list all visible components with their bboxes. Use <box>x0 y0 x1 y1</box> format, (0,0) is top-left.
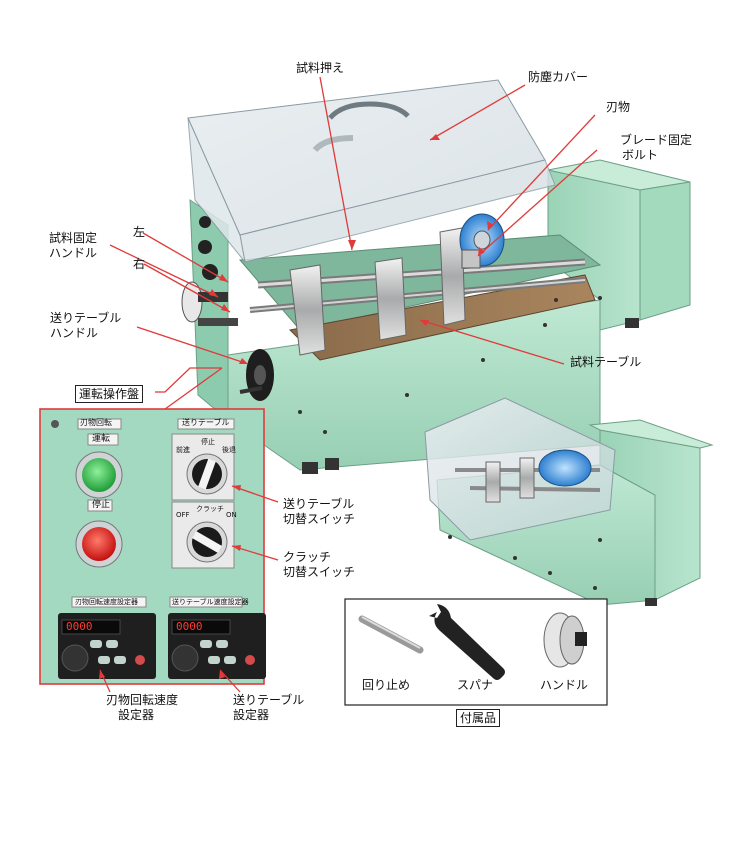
feed-switch-stop: 停止 <box>201 438 215 446</box>
label-feed-switch-1: 送りテーブル <box>283 497 355 511</box>
label-clutch-switch-2: 切替スイッチ <box>283 565 356 579</box>
label-clutch-switch-1: クラッチ <box>283 550 332 564</box>
cutter-setter-plate: 刃物回転速度設定器 <box>75 598 138 606</box>
label-cutter: 刃物 <box>606 100 631 114</box>
label-accessories: 付属品 <box>456 709 501 727</box>
feed-setter-display: 0000 <box>176 620 203 633</box>
callout-arrowheads <box>99 134 494 679</box>
accessory-rotation-stopper: 回り止め <box>362 678 411 692</box>
control-panel-figure <box>39 408 266 685</box>
label-feed-table-handle-2: ハンドル <box>50 326 99 340</box>
clutch-mid: クラッチ <box>196 505 224 513</box>
machine-alt-view <box>424 397 714 606</box>
accessory-pictures <box>358 604 587 680</box>
label-cutter-speed-setter-1: 刃物回転速度 <box>106 693 179 707</box>
accessory-spanner: スパナ <box>457 678 494 692</box>
feed-switch-back: 後退 <box>222 446 236 454</box>
feed-table-plate: 送りテーブル <box>182 418 230 427</box>
run-plate: 運転 <box>92 434 111 444</box>
label-cutter-speed-setter-2: 設定器 <box>118 708 155 722</box>
label-feed-table-handle-1: 送りテーブル <box>50 311 122 325</box>
label-blade-fix-bolt-2: ボルト <box>622 148 659 162</box>
label-control-panel: 運転操作盤 <box>75 385 144 403</box>
label-dust-cover: 防塵カバー <box>528 70 589 84</box>
accessory-handle: ハンドル <box>540 678 589 692</box>
clutch-on: ON <box>226 511 237 519</box>
label-feed-speed-setter-2: 設定器 <box>233 708 270 722</box>
cutter-setter-display: 0000 <box>66 620 93 633</box>
label-sample-table: 試料テーブル <box>570 355 642 369</box>
label-blade-fix-bolt-1: ブレード固定 <box>620 133 693 147</box>
label-feed-switch-2: 切替スイッチ <box>283 512 356 526</box>
label-feed-speed-setter-1: 送りテーブル <box>233 693 305 707</box>
main-machine <box>181 79 691 474</box>
label-right: 右 <box>133 257 146 271</box>
feed-setter-plate: 送りテーブル速度設定器 <box>172 598 249 606</box>
label-sample-presser: 試料押え <box>296 61 345 75</box>
label-left: 左 <box>133 225 146 239</box>
label-sample-fix-handle-1: 試料固定 <box>49 231 98 245</box>
clutch-off: OFF <box>176 511 190 519</box>
callout-lines <box>99 76 598 693</box>
label-sample-fix-handle-2: ハンドル <box>49 246 98 260</box>
cutter-rotation-plate: 刃物回転 <box>80 418 112 427</box>
feed-switch-forward: 前進 <box>176 446 190 454</box>
stop-plate: 停止 <box>92 500 111 510</box>
